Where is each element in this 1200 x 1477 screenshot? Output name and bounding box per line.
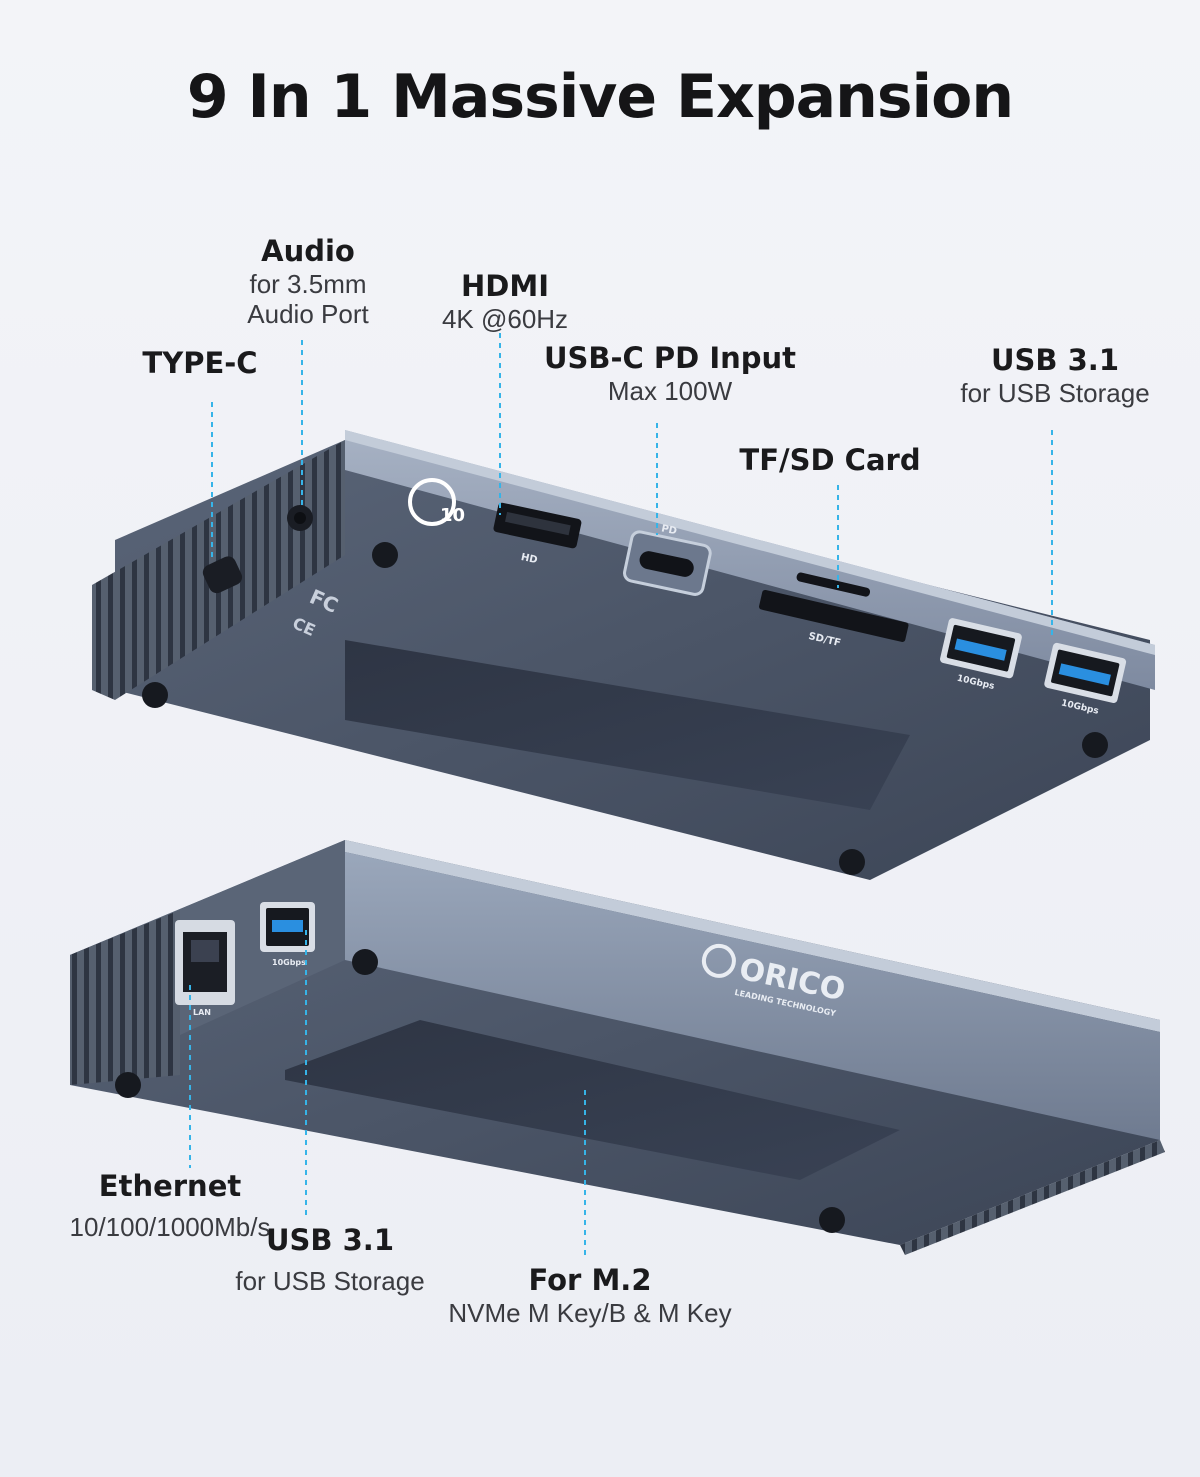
rubber-foot [839,849,865,875]
label-m2: For M.2 NVMe M Key/B & M Key [440,1262,740,1328]
label-usb-top-title: USB 3.1 [990,343,1119,377]
label-pd-title: USB-C PD Input [543,341,797,375]
label-m2-title: For M.2 [528,1263,652,1297]
page-title: 9 In 1 Massive Expansion [186,62,1014,132]
label-pd: USB-C PD Input Max 100W [540,340,800,406]
label-typec: TYPE-C [130,345,270,381]
m2-cover-pad [285,1020,900,1180]
bottom-top-face [345,852,1160,1140]
typec-port [202,556,243,594]
label-usb-bottom-sub1: for USB Storage [235,1266,425,1296]
tf-slot [796,572,871,597]
label-usb-top: USB 3.1 for USB Storage [945,342,1165,408]
label-sd: TF/SD Card [725,442,935,478]
pd-port [639,551,694,577]
label-ethernet-title: Ethernet [98,1169,242,1203]
rubber-foot [115,1072,141,1098]
label-pd-sub1: Max 100W [607,376,733,406]
rubber-foot [142,682,168,708]
label-typec-title: TYPE-C [142,346,258,380]
rubber-foot [372,542,398,568]
label-audio: Audio for 3.5mm Audio Port [218,233,398,329]
label-usb-bottom-title: USB 3.1 [265,1223,394,1257]
sd-slot [759,589,909,643]
label-usb-bottom: USB 3.1 for USB Storage [220,1222,440,1296]
rubber-foot [352,949,378,975]
speed-badge [408,478,456,526]
speed-badge-text: 10 [440,505,465,526]
hdmi-port-label: HD [520,552,539,566]
label-hdmi: HDMI 4K @60Hz [420,268,590,334]
label-m2-sub1: NVMe M Key/B & M Key [448,1298,732,1328]
top-device: 10 HD PD SD/TF [92,430,1155,880]
pd-port-label: PD [660,523,678,537]
m2-cover-pad-top [345,640,910,810]
label-audio-sub2: Audio Port [247,299,369,329]
lan-port-label: LAN [193,1008,211,1017]
usb-speed-label-3: 10Gbps [272,958,306,967]
label-audio-sub1: for 3.5mm [249,269,367,299]
label-ethernet-sub1: 10/100/1000Mb/s [69,1212,271,1242]
rubber-foot [1082,732,1108,758]
label-audio-title: Audio [261,234,355,268]
label-ethernet: Ethernet 10/100/1000Mb/s [40,1168,300,1242]
label-sd-title: TF/SD Card [739,443,921,477]
bottom-device: LAN 10Gbps ORICO LEADING TECHNOLOGY [70,840,1165,1255]
label-hdmi-title: HDMI [461,269,549,303]
label-hdmi-sub1: 4K @60Hz [441,304,569,334]
label-usb-top-sub1: for USB Storage [960,378,1150,408]
heatsink-fins-bottom [70,910,180,1085]
leader-lines [189,333,1053,1258]
rubber-foot [819,1207,845,1233]
